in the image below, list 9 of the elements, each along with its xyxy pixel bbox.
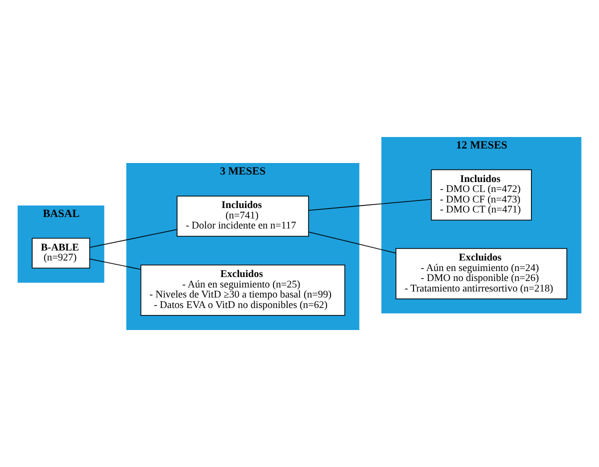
node-box: Excluidos - Aún en seguimiento (n=25) - Niveles de VitD ≥30 a tiempo basal (n=99) - Datos EVA o VitD no disponibles (n=62) bbox=[140, 264, 346, 316]
node-box: B-ABLE (n=927) bbox=[32, 238, 90, 269]
node-box: Incluidos - DMO CL (n=472) - DMO CF (n=473) - DMO CT (n=471) bbox=[430, 169, 532, 220]
node-box: Incluidos (n=741) - Dolor incidente en n=117 bbox=[176, 196, 309, 237]
connector bbox=[90, 258, 141, 270]
node-box: Excluidos - Aún en seguimiento (n=24) - DMO no disponible (n=26) - Tratamiento antirresortivo (n=218) bbox=[396, 248, 568, 300]
connector bbox=[90, 229, 178, 248]
connector bbox=[308, 232, 396, 254]
connector bbox=[308, 198, 432, 211]
